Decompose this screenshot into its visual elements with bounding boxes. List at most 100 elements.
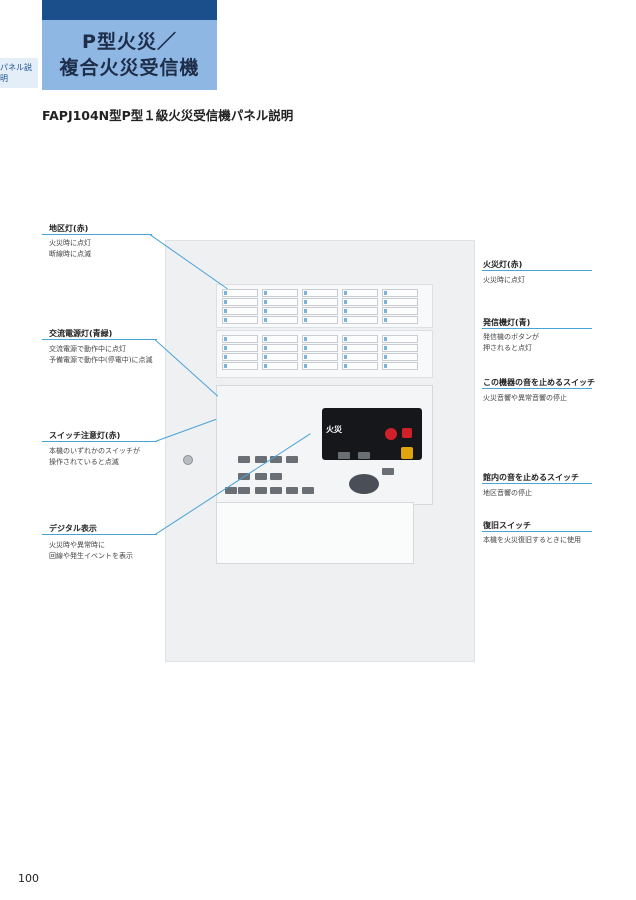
district-lamp <box>342 353 378 361</box>
panel-switch <box>302 487 314 494</box>
district-lamp-indicator <box>224 309 227 313</box>
district-lamp <box>382 362 418 370</box>
district-lamp-indicator <box>304 346 307 350</box>
district-lamp <box>382 316 418 324</box>
district-lamp <box>302 298 338 306</box>
district-lamp-indicator <box>344 364 347 368</box>
district-lamp <box>342 298 378 306</box>
district-lamp-indicator <box>384 337 387 341</box>
leader-line-transmitter-lamp <box>482 328 592 329</box>
district-lamp <box>302 353 338 361</box>
district-lamp-indicator <box>224 346 227 350</box>
panel-switch <box>286 487 298 494</box>
district-lamp-indicator <box>264 355 267 359</box>
district-lamp-indicator <box>264 318 267 322</box>
leader-line-stop-device <box>482 388 592 389</box>
callout-stop-building-sound-desc-1: 地区音響の停止 <box>483 489 532 497</box>
district-lamp-indicator <box>384 309 387 313</box>
district-lamp <box>262 316 298 324</box>
callout-switch-caution-desc-1: 本機のいずれかのスイッチが <box>49 447 140 455</box>
district-lamp-indicator <box>384 346 387 350</box>
callout-ac-power-desc-2: 予備電源で動作中(停電中)に点滅 <box>49 356 153 364</box>
district-lamp-indicator <box>304 318 307 322</box>
callout-transmitter-lamp-title: 発信機灯(青) <box>483 318 531 327</box>
district-lamp-indicator <box>344 309 347 313</box>
district-lamp-indicator <box>344 346 347 350</box>
district-lamp <box>302 316 338 324</box>
district-lamp-indicator <box>264 309 267 313</box>
district-lamp <box>222 316 258 324</box>
district-lamp-indicator <box>224 364 227 368</box>
district-lamp-indicator <box>344 355 347 359</box>
district-lamp <box>342 362 378 370</box>
district-lamp-indicator <box>264 337 267 341</box>
district-lamp <box>262 289 298 297</box>
callout-digital-display-title: デジタル表示 <box>49 524 97 533</box>
district-lamp <box>222 353 258 361</box>
digital-display-text: 火災 <box>326 425 342 434</box>
callout-reset-switch-title: 復旧スイッチ <box>483 521 531 530</box>
panel-switch <box>358 452 370 459</box>
leader-line-district-lamp <box>42 234 152 235</box>
panel-switch <box>286 456 298 463</box>
panel-switch <box>270 473 282 480</box>
district-lamp-indicator <box>304 364 307 368</box>
callout-digital-display-desc-1: 火災時や異常時に <box>49 541 105 549</box>
district-lamp <box>382 344 418 352</box>
side-tab: パネル説明 <box>0 58 38 88</box>
callout-reset-switch-desc-1: 本機を火災復旧するときに使用 <box>483 536 581 544</box>
callout-transmitter-lamp-desc-2: 押されると点灯 <box>483 344 532 352</box>
callout-stop-device-sound-desc-1: 火災音響や異常音響の停止 <box>483 394 567 402</box>
district-lamp <box>302 307 338 315</box>
callout-district-lamp-title: 地区灯(赤) <box>49 224 89 233</box>
district-lamp <box>222 362 258 370</box>
title-line-2: 複合火災受信機 <box>59 57 200 79</box>
panel-switch <box>238 487 250 494</box>
stop-building-sound-button <box>401 447 413 459</box>
district-lamp-indicator <box>264 291 267 295</box>
district-lamp <box>222 335 258 343</box>
district-lamp <box>342 316 378 324</box>
title-box: P型火災／ 複合火災受信機 <box>42 20 217 90</box>
panel-switch <box>255 487 267 494</box>
stop-device-sound-button <box>402 428 412 438</box>
page-number: 100 <box>18 872 39 885</box>
district-lamp-indicator <box>224 318 227 322</box>
district-lamp-indicator <box>344 291 347 295</box>
fire-lamp-button <box>385 428 397 440</box>
callout-digital-display-desc-2: 回線や発生イベントを表示 <box>49 552 133 560</box>
district-lamp-indicator <box>344 300 347 304</box>
district-lamp <box>382 307 418 315</box>
district-lamp <box>262 335 298 343</box>
instruction-card <box>216 502 414 564</box>
district-lamp-indicator <box>384 300 387 304</box>
district-lamp <box>382 298 418 306</box>
district-lamp <box>382 353 418 361</box>
district-lamp <box>222 307 258 315</box>
district-lamp-indicator <box>304 337 307 341</box>
district-lamp <box>382 335 418 343</box>
district-lamp <box>342 335 378 343</box>
district-lamp-indicator <box>224 300 227 304</box>
district-lamp <box>262 362 298 370</box>
district-lamp-indicator <box>384 291 387 295</box>
district-lamp <box>302 289 338 297</box>
district-lamp-indicator <box>224 337 227 341</box>
district-lamp-indicator <box>224 355 227 359</box>
district-lamp-indicator <box>224 291 227 295</box>
district-lamp-indicator <box>264 300 267 304</box>
district-lamp <box>262 344 298 352</box>
district-lamp <box>302 344 338 352</box>
callout-switch-caution-desc-2: 操作されていると点滅 <box>49 458 119 466</box>
callout-stop-device-sound-title: この機器の音を止めるスイッチ <box>483 378 595 387</box>
district-lamp-indicator <box>344 337 347 341</box>
district-lamp <box>262 353 298 361</box>
callout-switch-caution-title: スイッチ注意灯(赤) <box>49 431 121 440</box>
panel-switch <box>255 456 267 463</box>
panel-switch <box>338 452 350 459</box>
callout-district-lamp-desc-1: 火災時に点灯 <box>49 239 91 247</box>
direction-pad <box>349 474 379 494</box>
district-lamp-indicator <box>304 355 307 359</box>
district-lamp <box>342 344 378 352</box>
panel-switch <box>270 456 282 463</box>
